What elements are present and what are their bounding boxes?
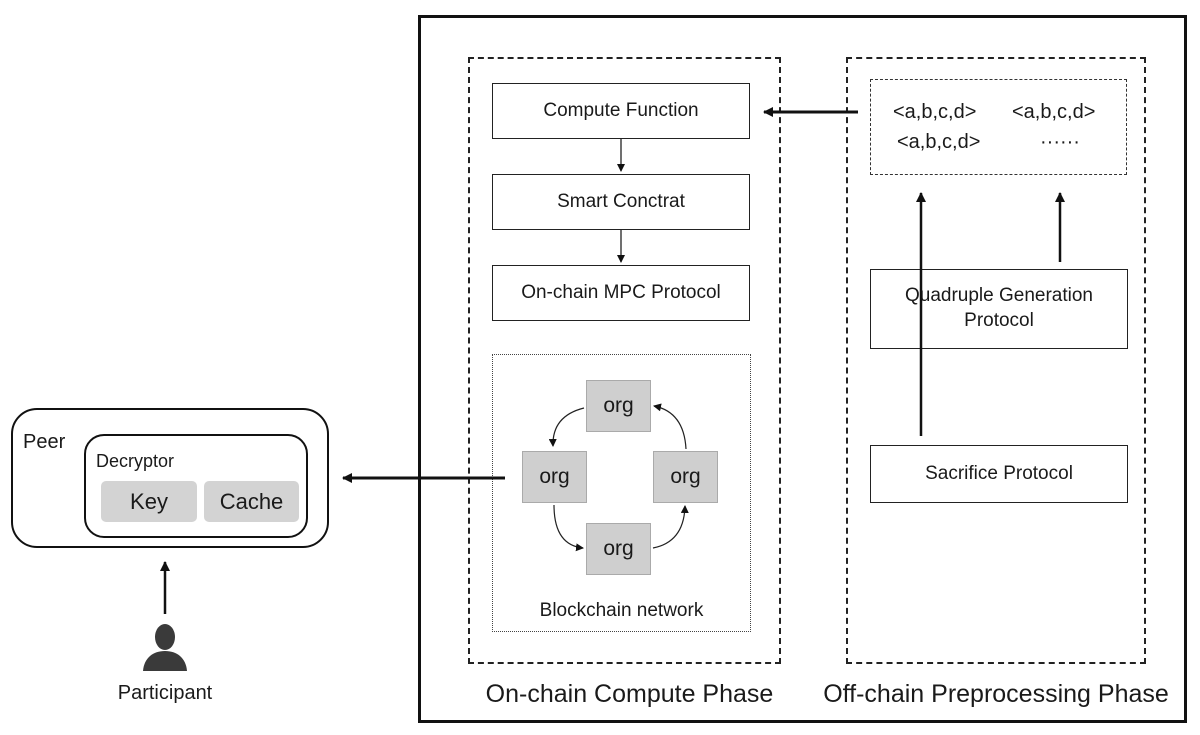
compute-function-label: Compute Function (543, 99, 699, 121)
quadruple-item: <a,b,c,d> (893, 101, 977, 123)
org-node-top: org (586, 380, 651, 432)
quadruple-generation-label: Quadruple Generation Protocol (904, 285, 1093, 331)
ring-arrow-right-to-top (653, 403, 687, 450)
cache-label: Cache (219, 488, 284, 514)
participant-label: Participant (117, 682, 213, 704)
sacrifice-protocol-box: Sacrifice Protocol (870, 445, 1128, 503)
ring-arrow-left-to-bottom (553, 504, 584, 552)
cache-chip: Cache (204, 481, 299, 522)
decryptor-label: Decryptor (96, 451, 175, 471)
quadruple-ellipsis: ······ (1040, 131, 1080, 153)
org-label: org (539, 465, 570, 488)
person-icon (143, 624, 187, 671)
on-chain-phase-label: On-chain Compute Phase (485, 680, 774, 708)
quadruple-item: <a,b,c,d> (1012, 101, 1096, 123)
smart-contract-box: Smart Conctrat (492, 174, 750, 230)
org-label: org (670, 465, 701, 488)
mpc-protocol-label: On-chain MPC Protocol (521, 281, 721, 303)
sacrifice-protocol-label: Sacrifice Protocol (925, 462, 1073, 484)
org-label: org (603, 394, 634, 417)
mpc-protocol-box: On-chain MPC Protocol (492, 265, 750, 321)
key-label: Key (130, 488, 168, 514)
org-node-bottom: org (586, 523, 651, 575)
quadruple-generation-box: Quadruple Generation Protocol (870, 269, 1128, 349)
on-chain-phase-container (468, 57, 781, 664)
org-node-right: org (653, 451, 718, 503)
blockchain-network-box (492, 354, 751, 632)
peer-box (11, 408, 329, 548)
system-frame (418, 15, 1187, 723)
off-chain-phase-container (846, 57, 1146, 664)
decryptor-box (84, 434, 308, 538)
compute-function-box: Compute Function (492, 83, 750, 139)
smart-contract-label: Smart Conctrat (557, 190, 685, 212)
key-chip: Key (101, 481, 197, 522)
quadruple-item: <a,b,c,d> (897, 131, 981, 153)
peer-label: Peer (23, 431, 66, 453)
org-node-left: org (522, 451, 587, 503)
blockchain-network-label: Blockchain network (539, 600, 704, 621)
org-label: org (603, 537, 634, 560)
off-chain-phase-label: Off-chain Preprocessing Phase (823, 680, 1169, 708)
ring-arrow-top-to-left (548, 407, 585, 447)
quadruple-pool-box (870, 79, 1127, 175)
ring-arrow-bottom-to-right (652, 505, 689, 549)
